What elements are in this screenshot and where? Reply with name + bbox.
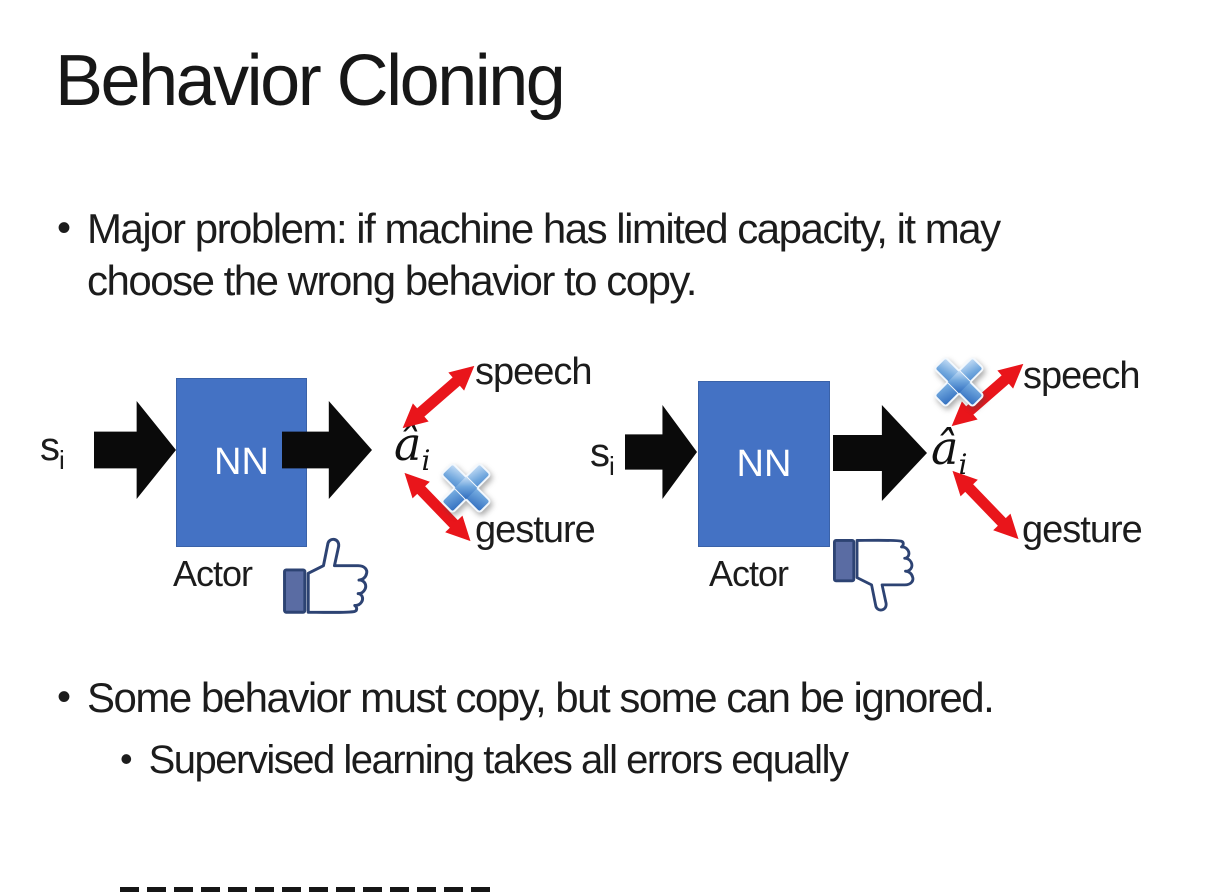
arrow-right-icon: [625, 404, 697, 500]
bullet-marker: •: [57, 206, 72, 250]
state-subscript: i: [59, 445, 65, 475]
state-label: si: [590, 431, 615, 482]
bullet-major-problem-text: Major problem: if machine has limited ca…: [87, 205, 1001, 305]
diagram-right: si NN âi speech gesture: [585, 345, 1195, 645]
actor-label: Actor: [709, 553, 789, 594]
arrow-right-icon: [833, 405, 927, 501]
double-arrow-speech-icon: [943, 354, 1032, 436]
blue-cross-icon: [930, 353, 988, 411]
page-title: Behavior Cloning: [55, 41, 566, 121]
gesture-label: gesture: [1022, 509, 1143, 551]
speech-label: speech: [475, 351, 593, 393]
nn-label: NN: [214, 441, 269, 483]
state-symbol: s: [40, 425, 60, 469]
thumbs-down-icon: [832, 529, 916, 623]
arrow-right-icon: [94, 401, 176, 499]
actor-label: Actor: [173, 553, 253, 594]
double-arrow-gesture-icon: [943, 462, 1028, 548]
speech-label: speech: [1023, 355, 1141, 397]
blue-cross-icon: [437, 459, 495, 517]
action-subscript: i: [421, 444, 431, 478]
bullet-some-behavior: • Some behavior must copy, but some can …: [57, 672, 1187, 724]
action-symbol: â: [931, 421, 959, 475]
state-label: si: [40, 425, 65, 476]
next-slide-cropped-text: [120, 887, 496, 892]
diagram-left: si NN âi speech gesture: [30, 345, 640, 645]
nn-label: NN: [736, 442, 792, 485]
predicted-action-label: âi: [931, 421, 967, 481]
bullet-major-problem: • Major problem: if machine has limited …: [57, 203, 1087, 307]
thumbs-up-icon: [282, 527, 370, 623]
nn-box: NN: [698, 381, 830, 547]
state-symbol: s: [590, 431, 610, 475]
double-arrow-gesture-icon: [395, 464, 480, 550]
bullet-marker: •: [57, 675, 72, 719]
action-subscript: i: [958, 448, 968, 482]
state-subscript: i: [609, 451, 615, 481]
sub-bullet-supervised: • Supervised learning takes all errors e…: [120, 736, 849, 786]
double-arrow-speech-icon: [394, 356, 483, 438]
sub-bullet-supervised-text: Supervised learning takes all errors equ…: [148, 738, 849, 782]
bullet-some-behavior-text: Some behavior must copy, but some can be…: [87, 674, 995, 721]
bullet-marker: •: [120, 738, 133, 779]
gesture-label: gesture: [475, 509, 596, 551]
